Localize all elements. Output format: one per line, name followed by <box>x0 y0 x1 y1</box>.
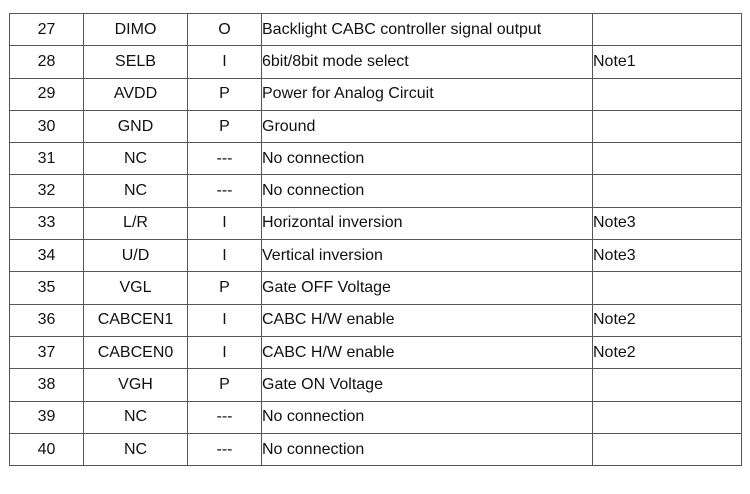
pin-io-type-cell: --- <box>187 174 262 208</box>
pin-number-cell: 27 <box>9 12 84 47</box>
pin-name-cell: GND <box>83 109 188 144</box>
pin-name-cell: NC <box>83 142 188 176</box>
pin-io-type-cell: P <box>187 109 262 144</box>
pin-number-cell: 37 <box>9 335 84 370</box>
pin-name-cell: CABCEN0 <box>83 335 188 370</box>
pin-description-cell: Backlight CABC controller signal output <box>261 12 593 47</box>
pin-description-cell: 6bit/8bit mode select <box>261 45 593 79</box>
pin-description-cell: CABC H/W enable <box>261 303 593 337</box>
pin-number-cell: 31 <box>9 142 84 176</box>
pin-name-cell: NC <box>83 174 188 208</box>
pin-description-cell: No connection <box>261 142 593 176</box>
pin-number-cell: 34 <box>9 239 84 273</box>
pin-note-cell <box>592 12 742 47</box>
pin-name-cell: NC <box>83 432 188 467</box>
pin-name-cell: SELB <box>83 45 188 79</box>
pin-name-cell: U/D <box>83 239 188 273</box>
pin-note-cell <box>592 174 742 208</box>
pin-description-cell: CABC H/W enable <box>261 335 593 370</box>
pin-note-cell <box>592 109 742 144</box>
pin-number-cell: 38 <box>9 368 84 402</box>
pin-name-cell: L/R <box>83 206 188 241</box>
pin-name-cell: VGL <box>83 271 188 305</box>
pin-number-cell: 39 <box>9 400 84 434</box>
pin-name-cell: DIMO <box>83 12 188 47</box>
pin-io-type-cell: --- <box>187 142 262 176</box>
pin-note-cell <box>592 368 742 402</box>
pin-name-cell: VGH <box>83 368 188 402</box>
pin-io-type-cell: --- <box>187 400 262 434</box>
pin-note-cell <box>592 142 742 176</box>
pin-number-cell: 40 <box>9 432 84 467</box>
pin-note-cell: Note1 <box>592 45 742 79</box>
pin-number-cell: 35 <box>9 271 84 305</box>
pin-description-cell: No connection <box>261 174 593 208</box>
pin-number-cell: 28 <box>9 45 84 79</box>
pin-description-cell: Gate ON Voltage <box>261 368 593 402</box>
pin-description-cell: Horizontal inversion <box>261 206 593 241</box>
pin-note-cell <box>592 271 742 305</box>
pin-name-cell: AVDD <box>83 77 188 111</box>
pin-description-cell: Gate OFF Voltage <box>261 271 593 305</box>
pin-note-cell: Note3 <box>592 239 742 273</box>
pin-note-cell <box>592 432 742 467</box>
pin-number-cell: 36 <box>9 303 84 337</box>
pin-io-type-cell: P <box>187 368 262 402</box>
pin-io-type-cell: I <box>187 239 262 273</box>
pin-number-cell: 32 <box>9 174 84 208</box>
pin-note-cell <box>592 77 742 111</box>
pin-note-cell: Note2 <box>592 335 742 370</box>
pin-number-cell: 29 <box>9 77 84 111</box>
pin-name-cell: CABCEN1 <box>83 303 188 337</box>
pin-io-type-cell: O <box>187 12 262 47</box>
pin-note-cell: Note2 <box>592 303 742 337</box>
pin-io-type-cell: I <box>187 303 262 337</box>
pin-io-type-cell: --- <box>187 432 262 467</box>
pin-description-cell: No connection <box>261 400 593 434</box>
pin-description-cell: Vertical inversion <box>261 239 593 273</box>
pin-io-type-cell: I <box>187 45 262 79</box>
pin-io-type-cell: I <box>187 335 262 370</box>
pin-number-cell: 33 <box>9 206 84 241</box>
pin-description-cell: Power for Analog Circuit <box>261 77 593 111</box>
pin-note-cell: Note3 <box>592 206 742 241</box>
pin-number-cell: 30 <box>9 109 84 144</box>
pin-name-cell: NC <box>83 400 188 434</box>
pin-note-cell <box>592 400 742 434</box>
pin-description-cell: Ground <box>261 109 593 144</box>
pin-io-type-cell: P <box>187 271 262 305</box>
pin-io-type-cell: I <box>187 206 262 241</box>
pin-description-cell: No connection <box>261 432 593 467</box>
pin-io-type-cell: P <box>187 77 262 111</box>
